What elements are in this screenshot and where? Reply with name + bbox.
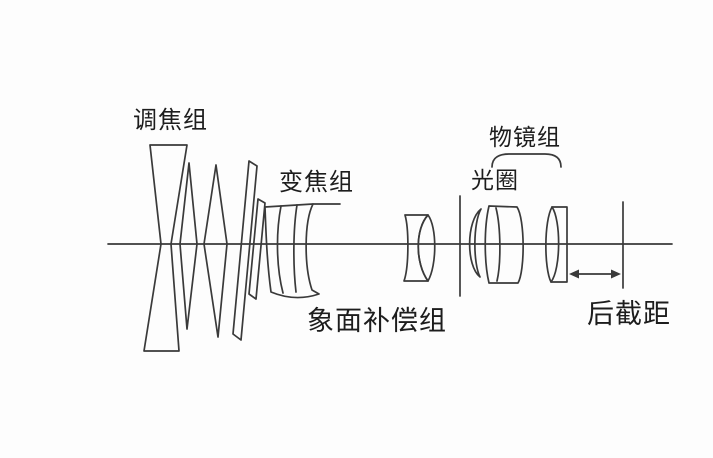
focus-group-lenses	[143, 144, 266, 352]
focus-lens-tilted-sliver-2	[248, 198, 266, 300]
objective-rear-element-outline	[545, 206, 568, 283]
compensator-crescent-element	[417, 214, 436, 282]
zoom-group-label: 变焦组	[279, 169, 354, 196]
objective-rear-cemented-surface	[550, 206, 560, 283]
compensator-group-lens	[403, 214, 436, 282]
arrow-head-left-icon	[569, 269, 579, 279]
compensator-group-label: 象面补偿组	[307, 306, 447, 336]
compensator-concave-element	[403, 214, 429, 282]
objective-meniscus-element	[468, 208, 482, 278]
zoom-group-cemented-surface-1	[276, 205, 284, 294]
objective-group-brace	[491, 153, 562, 168]
zoom-group-cemented-surface-2	[293, 204, 298, 293]
objective-doublet-outline	[484, 205, 524, 284]
objective-doublet-cemented-surface	[495, 207, 501, 282]
back-focal-distance-arrow	[569, 269, 621, 279]
objective-group-label: 物镜组	[489, 124, 561, 150]
zoom-group-lens	[264, 203, 341, 299]
back-focal-distance-label: 后截距	[587, 299, 671, 329]
aperture-label: 光圈	[471, 167, 519, 193]
focus-lens-biconcave-large	[143, 144, 188, 352]
focus-lens-tilted-sliver-1	[232, 160, 258, 341]
zoom-group-outline	[264, 203, 320, 299]
focus-lens-biconvex-1	[179, 162, 198, 330]
focus-lens-biconvex-2	[203, 164, 228, 338]
focus-group-label: 调焦组	[133, 107, 208, 134]
objective-group-lenses	[468, 153, 568, 284]
arrow-head-right-icon	[611, 269, 621, 279]
